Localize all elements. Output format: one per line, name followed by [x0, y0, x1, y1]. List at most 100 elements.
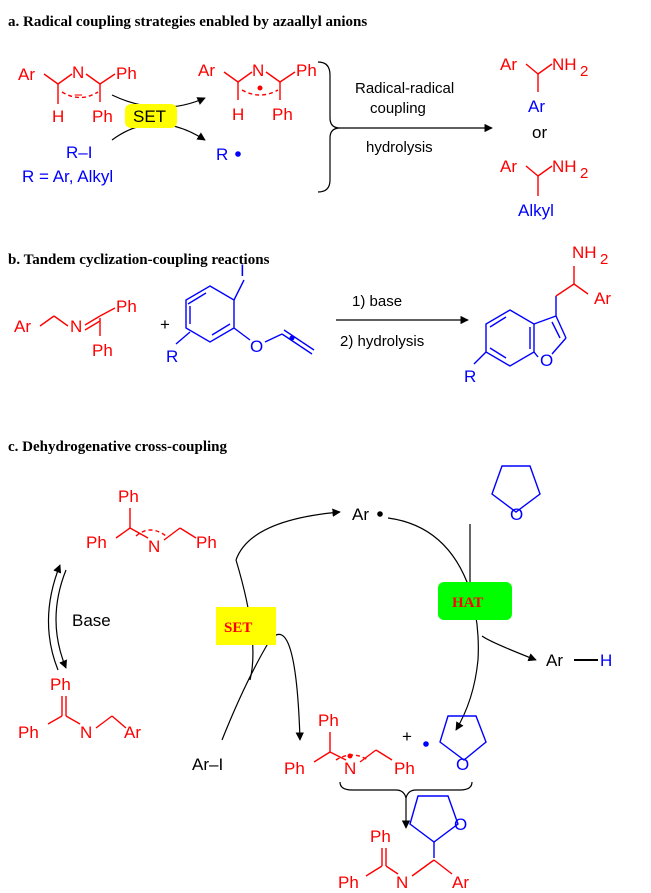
combining-brace	[317, 61, 341, 193]
atom-o: O	[540, 351, 553, 370]
radical-dot	[377, 511, 383, 517]
atom-ar: Ar	[594, 289, 611, 308]
atom-ph: Ph	[92, 107, 113, 126]
thf-reactant: O	[491, 465, 541, 524]
hat-arrows: HAT	[387, 517, 537, 731]
atom-alkyl: Alkyl	[518, 201, 554, 220]
set-highlight	[125, 104, 177, 128]
atom-ph: Ph	[50, 675, 71, 694]
atom-ar: Ar	[14, 317, 31, 336]
atom-ph: Ph	[116, 297, 137, 316]
atom-ph: Ph	[338, 873, 359, 892]
hat-label: HAT	[452, 595, 483, 611]
hat-highlight	[438, 582, 512, 620]
set-electron-transfer: SET	[111, 94, 206, 141]
final-product: O Ph Ph N Ar	[338, 795, 469, 892]
atom-h: H	[52, 107, 64, 126]
atom-ar: Ar	[18, 65, 35, 84]
atom-ar: Ar	[198, 61, 215, 80]
aryl-iodide-allene: I O R	[166, 261, 315, 366]
radical-dot	[347, 753, 353, 759]
atom-r: R	[464, 367, 476, 386]
aryl-radical-label: Ar	[352, 505, 369, 524]
atom-nh2: NH	[552, 157, 577, 176]
r-definition: R = Ar, Alkyl	[22, 167, 113, 186]
subscript-2: 2	[580, 165, 588, 182]
atom-o: O	[250, 337, 263, 356]
atom-n: N	[70, 317, 82, 336]
atom-n: N	[344, 759, 356, 778]
atom-ar: Ar	[500, 55, 517, 74]
central-carbon-dot	[289, 335, 295, 341]
atom-n: N	[148, 537, 160, 556]
azaallyl-anion: Ar H N − Ph Ph	[18, 63, 137, 126]
atom-n: N	[396, 873, 408, 892]
plus-sign: +	[402, 727, 412, 746]
aryl-iodide-label: Ar–I	[192, 755, 223, 774]
atom-ar: Ar	[528, 97, 545, 116]
benzofuran-product: O Ar NH 2 R	[464, 243, 611, 386]
atom-ar: Ar	[452, 873, 469, 892]
atom-ph: Ph	[116, 64, 137, 83]
condition-base: 1) base	[352, 293, 402, 310]
subscript-2: 2	[600, 251, 608, 268]
atom-ph: Ph	[284, 759, 305, 778]
atom-ar: Ar	[500, 157, 517, 176]
combining-brace-c	[339, 781, 473, 799]
product-alkyl-amine: Ar NH 2 Alkyl	[500, 157, 588, 220]
section-c-title: c. Dehydrogenative cross-coupling	[8, 439, 228, 455]
atom-n: N	[72, 63, 84, 82]
thf-radical: O	[423, 715, 487, 774]
plus-sign: +	[160, 315, 170, 334]
atom-ph: Ph	[86, 533, 107, 552]
atom-ph: Ph	[196, 533, 217, 552]
atom-r: R	[166, 347, 178, 366]
atom-o: O	[510, 505, 523, 524]
r-radical: R	[216, 145, 228, 164]
atom-ph: Ph	[18, 723, 39, 742]
set-label: SET	[224, 620, 252, 636]
or-label: or	[532, 123, 547, 142]
set-crossing-arrows: SET	[216, 508, 341, 741]
base-equilibrium: Base	[47, 564, 111, 671]
imine-c: Ph Ph N Ar	[18, 675, 141, 742]
azaallyl-radical-c: Ph Ph N Ph	[284, 711, 415, 778]
set-highlight	[216, 607, 276, 645]
radical-dot	[257, 85, 263, 91]
atom-ph: Ph	[272, 105, 293, 124]
section-a-title: a. Radical coupling strategies enabled b…	[8, 14, 367, 30]
azaallyl-radical: Ar H N Ph Ph	[198, 61, 317, 124]
atom-ar: Ar	[124, 723, 141, 742]
atom-o: O	[456, 755, 469, 774]
radical-dot	[235, 151, 241, 157]
atom-ph: Ph	[118, 487, 139, 506]
atom-ph: Ph	[296, 61, 317, 80]
section-b-title: b. Tandem cyclization-coupling reactions	[8, 252, 270, 268]
base-label: Base	[72, 611, 111, 630]
product-diaryl-amine: Ar NH 2 Ar	[500, 55, 588, 116]
condition-radical-radical: Radical-radical	[355, 80, 454, 97]
atom-nh2: NH	[552, 55, 577, 74]
atom-h: H	[232, 105, 244, 124]
reagent-r-i: R–I	[66, 143, 92, 162]
azaallyl-anion-c: Ph Ph N Ph	[86, 487, 217, 556]
set-label: SET	[133, 107, 166, 126]
condition-coupling: coupling	[370, 100, 426, 117]
anion-charge: −	[74, 87, 83, 104]
arene-label: Ar	[546, 651, 563, 670]
atom-ph: Ph	[394, 759, 415, 778]
condition-hydrolysis: 2) hydrolysis	[340, 333, 424, 350]
atom-h: H	[600, 651, 612, 670]
atom-ph: Ph	[370, 827, 391, 846]
atom-nh2: NH	[572, 243, 597, 262]
atom-n: N	[252, 61, 264, 80]
condition-hydrolysis: hydrolysis	[366, 139, 433, 156]
atom-i: I	[240, 261, 245, 280]
subscript-2: 2	[580, 63, 588, 80]
atom-o: O	[454, 815, 467, 834]
atom-ph: Ph	[318, 711, 339, 730]
imine-substrate: Ar N Ph Ph	[14, 297, 137, 360]
atom-ph: Ph	[92, 341, 113, 360]
